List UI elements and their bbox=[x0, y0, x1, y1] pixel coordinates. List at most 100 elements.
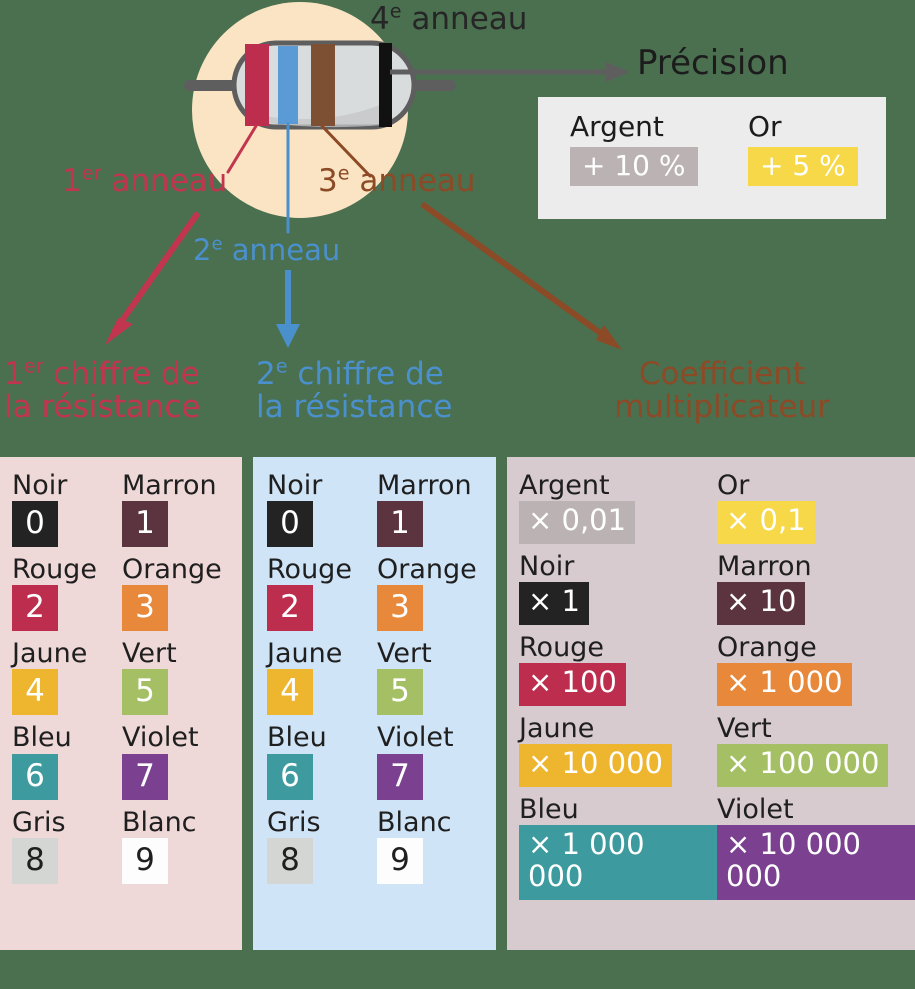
color-entry-chip: 7 bbox=[377, 753, 423, 800]
color-entry-chip: 5 bbox=[377, 669, 423, 716]
color-entry-name: Gris bbox=[12, 806, 66, 838]
color-entry-chip: 2 bbox=[12, 585, 58, 632]
color-entry-name: Blanc bbox=[377, 806, 452, 838]
color-entry-name: Marron bbox=[377, 470, 472, 501]
color-entry-name: Violet bbox=[122, 722, 199, 754]
arrow-to-multiplier bbox=[420, 201, 622, 350]
color-entry-name: Or bbox=[717, 470, 750, 501]
color-entry-name: Orange bbox=[377, 554, 477, 586]
color-entry-chip: 8 bbox=[12, 837, 58, 884]
color-entry: Argent× 0,01 bbox=[519, 470, 717, 545]
arrow-to-precision bbox=[390, 62, 630, 82]
color-entry-name: Vert bbox=[717, 713, 772, 745]
label-ring-4: 4e anneau bbox=[370, 0, 528, 37]
color-entry-chip: × 10 bbox=[717, 582, 806, 626]
precision-entry-name: Argent bbox=[570, 110, 664, 143]
color-entry-chip: 0 bbox=[267, 501, 313, 548]
color-entry-name: Vert bbox=[377, 638, 432, 670]
color-entry-name: Noir bbox=[519, 551, 575, 583]
arrow-to-digit2 bbox=[276, 270, 300, 348]
band-4-black bbox=[379, 43, 392, 127]
color-entry: Or× 0,1 bbox=[717, 470, 915, 545]
color-entry-chip: 6 bbox=[12, 753, 58, 800]
color-entry-chip: 0 bbox=[12, 501, 58, 548]
color-entry: Marron× 10 bbox=[717, 552, 915, 626]
color-entry-name: Rouge bbox=[519, 632, 604, 664]
band-2-blue bbox=[278, 46, 298, 124]
color-entry-name: Jaune bbox=[267, 638, 343, 670]
color-entry-chip: 6 bbox=[267, 753, 313, 800]
label-ring-1: 1er anneau bbox=[62, 161, 228, 199]
precision-entry-chip: + 10 % bbox=[570, 147, 698, 187]
precision-entry-chip: + 5 % bbox=[748, 147, 858, 187]
color-entry-chip: 8 bbox=[267, 837, 313, 884]
color-entry-name: Noir bbox=[267, 470, 323, 501]
color-entry-chip: 1 bbox=[377, 501, 423, 548]
color-entry-name: Rouge bbox=[12, 554, 97, 586]
color-entry-name: Blanc bbox=[122, 806, 197, 838]
color-entry: Rouge× 100 bbox=[519, 632, 717, 707]
color-entry-name: Bleu bbox=[267, 722, 327, 754]
color-entry-name: Bleu bbox=[519, 794, 579, 826]
label-precision: Précision bbox=[637, 43, 789, 83]
color-entry-name: Jaune bbox=[12, 638, 88, 670]
color-entry-chip: × 10 000 bbox=[519, 744, 672, 788]
label-ring-3: 3e anneau bbox=[318, 161, 476, 199]
resistor-color-bands bbox=[245, 43, 392, 127]
color-entry: Noir× 1 bbox=[519, 551, 717, 626]
color-entry: Orange× 1 000 bbox=[717, 632, 915, 707]
color-entry-chip: 3 bbox=[377, 585, 423, 632]
color-entry-chip: 3 bbox=[122, 585, 168, 632]
color-entry: Violet× 10 000 000 bbox=[717, 794, 915, 901]
color-entry-chip: × 1 bbox=[519, 582, 589, 626]
color-entry-chip: 9 bbox=[377, 837, 423, 884]
band-1-red bbox=[245, 44, 269, 126]
color-entry: Bleu× 1 000 000 bbox=[519, 794, 717, 901]
color-entry-chip: × 1 000 000 bbox=[519, 825, 717, 901]
color-entry-chip: 7 bbox=[122, 753, 168, 800]
color-entry-name: Gris bbox=[267, 806, 321, 838]
precision-entry-name: Or bbox=[748, 110, 782, 143]
color-entry-name: Bleu bbox=[12, 722, 72, 754]
color-entry-chip: 9 bbox=[122, 837, 168, 884]
color-entry-name: Orange bbox=[717, 632, 817, 664]
label-ring-2: 2e anneau bbox=[193, 233, 341, 267]
diagram-vector-layer bbox=[105, 2, 630, 350]
band-leader-lines bbox=[226, 122, 372, 234]
precision-entry-argent: Argent + 10 % bbox=[570, 110, 698, 187]
resistor-diagram: 4e anneau 1er anneau 2e anneau 3e anneau… bbox=[0, 0, 915, 455]
color-entry-chip: × 0,01 bbox=[519, 501, 636, 545]
color-entry-name: Violet bbox=[717, 794, 794, 826]
color-entry-name: Argent bbox=[519, 470, 610, 501]
precision-entry-or: Or + 5 % bbox=[748, 110, 858, 187]
band-3-brown bbox=[311, 44, 335, 126]
color-entry-name: Noir bbox=[12, 470, 68, 501]
